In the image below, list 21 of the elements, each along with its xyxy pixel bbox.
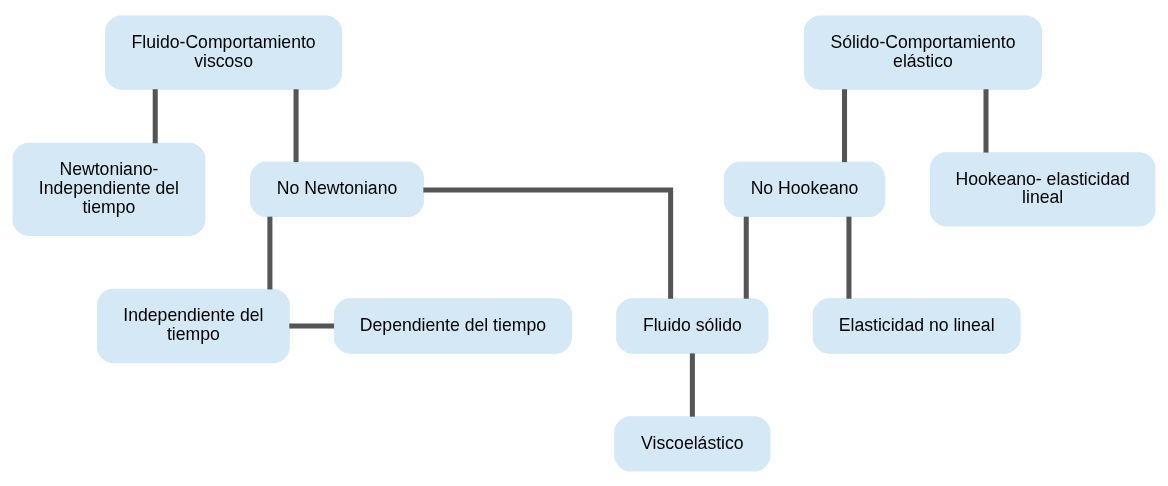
connector xyxy=(423,186,674,299)
node-box: Viscoelástico xyxy=(614,415,771,472)
node-box: Sólido-Comportamiento elástico xyxy=(803,14,1043,90)
node-box: Dependiente del tiempo xyxy=(333,297,573,354)
connector xyxy=(983,88,989,153)
connector xyxy=(846,216,852,299)
connector xyxy=(689,352,695,417)
connector xyxy=(152,88,158,143)
connector xyxy=(842,88,848,162)
connector xyxy=(267,216,273,289)
node-box: Fluido sólido xyxy=(616,297,769,354)
connector xyxy=(289,323,335,329)
connector xyxy=(743,216,749,299)
connector xyxy=(293,88,299,162)
node-box: No Newtoniano xyxy=(250,161,424,217)
node-box: No Hookeano xyxy=(723,161,886,217)
node-box: Independiente del tiempo xyxy=(96,288,290,363)
node-box: Elasticidad no lineal xyxy=(812,297,1021,354)
node-box: Newtoniano- Independiente del tiempo xyxy=(12,142,206,236)
node-box: Fluido-Comportamiento viscoso xyxy=(105,14,343,90)
node-box: Hookeano- elasticidad lineal xyxy=(929,151,1156,226)
